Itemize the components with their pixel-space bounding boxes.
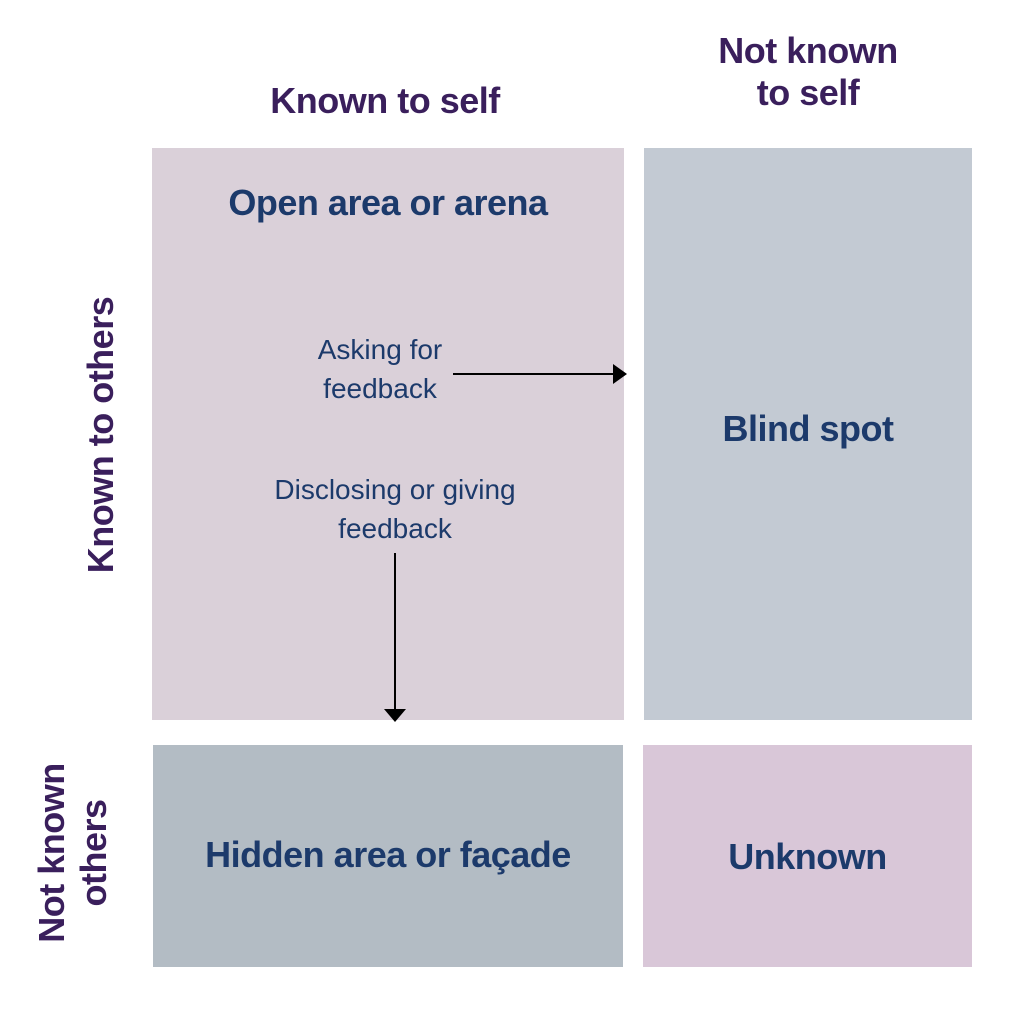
disclosing-feedback-label: Disclosing or giving feedback [274,474,516,545]
asking-for-feedback-label: Asking for feedback [317,334,443,405]
hidden-area-title: Hidden area or façade [205,834,571,875]
blind-spot-title: Blind spot [722,408,894,449]
open-area-title: Open area or arena [228,182,548,223]
quadrant-unknown [643,745,972,967]
quadrant-open-area [152,148,624,720]
column-header-not-known-to-self: Not known to self [718,30,898,114]
quadrant-blind-spot [644,148,972,720]
column-header-known-to-self: Known to self [270,80,500,121]
row-header-not-known-others: Not known others [31,763,115,943]
unknown-title: Unknown [728,836,887,877]
row-header-known-to-others: Known to others [80,296,121,574]
quadrant-hidden-area [153,745,623,967]
